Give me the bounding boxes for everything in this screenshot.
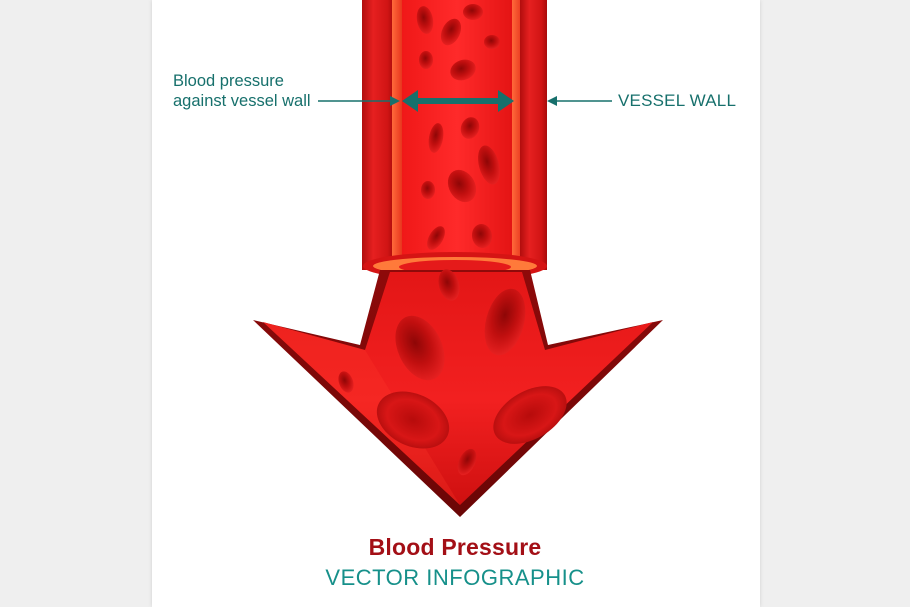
vessel-wall-label: VESSEL WALL <box>618 91 737 110</box>
downward-arrow <box>253 270 663 517</box>
blood-pressure-label-line1: Blood pressure <box>173 72 284 90</box>
vessel-wall-left <box>362 0 402 270</box>
vessel-wall-right <box>512 0 547 270</box>
main-title: Blood Pressure <box>368 534 542 560</box>
subtitle: VECTOR INFOGRAPHIC <box>325 565 585 590</box>
blood-pressure-label: Blood pressure against vessel wall <box>173 71 311 111</box>
pressure-indicator <box>318 90 612 112</box>
red-blood-cells <box>338 4 567 476</box>
blood-pressure-label-line2: against vessel wall <box>173 92 311 110</box>
